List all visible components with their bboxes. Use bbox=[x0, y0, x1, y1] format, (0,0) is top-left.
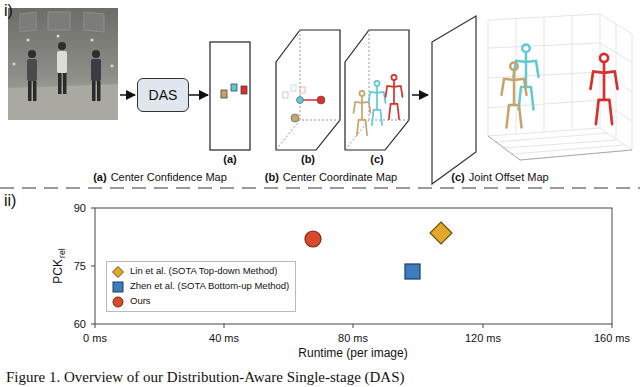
label-group: 120 ms bbox=[465, 332, 501, 345]
label-group: ii) bbox=[4, 192, 16, 210]
confidence-map bbox=[210, 42, 250, 150]
offset-map bbox=[345, 30, 409, 150]
text-label: rel bbox=[57, 248, 67, 258]
flow-arrow bbox=[412, 94, 428, 96]
text-label: 0 ms bbox=[83, 332, 107, 344]
legend-text: Lin et al. (SOTA Top-down Method) bbox=[130, 266, 278, 277]
label-group: 40 ms bbox=[209, 332, 239, 345]
map-panel: (b) bbox=[274, 28, 342, 166]
legend-text: Ours bbox=[130, 296, 151, 307]
label-group: 90 bbox=[74, 202, 86, 215]
text-label: 80 ms bbox=[338, 332, 368, 344]
map-panel: (a) bbox=[208, 38, 252, 166]
legend-row: Lin et al. (SOTA Top-down Method) bbox=[111, 264, 289, 279]
panel-label: (a) bbox=[223, 153, 236, 166]
legend-row: Zhen et al. (SOTA Bottom-up Method) bbox=[111, 279, 289, 294]
text-label: 160 ms bbox=[594, 332, 630, 344]
input-photo bbox=[8, 8, 118, 120]
box-label: DAS bbox=[149, 87, 178, 104]
text-label: 90 bbox=[74, 202, 86, 214]
label-group: i) bbox=[4, 2, 13, 20]
pose-3d-plot bbox=[432, 14, 632, 184]
label-group: 75 bbox=[74, 260, 86, 273]
label-group: 0 ms bbox=[83, 332, 107, 345]
panel-label: (c) bbox=[370, 153, 383, 166]
label-group: 160 ms bbox=[594, 332, 630, 345]
axis-title: PCKrel bbox=[52, 248, 68, 283]
text-label: Center Coordinate Map bbox=[283, 171, 397, 183]
text-label: (a) bbox=[93, 171, 106, 183]
text-label: (c) bbox=[451, 171, 464, 183]
legend-swatch bbox=[111, 296, 125, 308]
figure-caption: Figure 1. Overview of our Distribution-A… bbox=[6, 369, 405, 385]
text-label: Center Confidence Map bbox=[111, 171, 227, 183]
runtime-chart bbox=[91, 208, 612, 328]
legend-swatch bbox=[111, 281, 125, 293]
text-label: 40 ms bbox=[209, 332, 239, 344]
label-group: Runtime (per image) bbox=[298, 347, 407, 361]
dashed-separator bbox=[0, 187, 640, 189]
label-group: (a) Center Confidence Map bbox=[93, 171, 227, 184]
text-label: (b) bbox=[265, 171, 279, 183]
legend-box: Lin et al. (SOTA Top-down Method) Zhen et… bbox=[106, 261, 296, 312]
label-group: 80 ms bbox=[338, 332, 368, 345]
legend-row: Ours bbox=[111, 294, 289, 309]
text-label: PCK bbox=[51, 259, 65, 284]
text-label: 75 bbox=[74, 260, 86, 272]
label-group: 60 bbox=[74, 318, 86, 331]
text-label: i) bbox=[4, 2, 13, 19]
map-panel: (c) bbox=[343, 28, 411, 166]
text-label: Runtime (per image) bbox=[298, 346, 407, 360]
coordinate-map bbox=[276, 30, 340, 150]
label-group: (c) Joint Offset Map bbox=[451, 171, 548, 184]
flow-arrow bbox=[189, 94, 208, 96]
text-label: Joint Offset Map bbox=[469, 171, 549, 183]
legend-swatch bbox=[111, 266, 125, 278]
panel-label: (b) bbox=[301, 153, 315, 166]
legend-text: Zhen et al. (SOTA Bottom-up Method) bbox=[130, 281, 289, 292]
text-label: ii) bbox=[4, 192, 16, 209]
process-box: DAS bbox=[137, 78, 189, 112]
text-label: 60 bbox=[74, 318, 86, 330]
flow-arrow bbox=[120, 94, 135, 96]
text-label: 120 ms bbox=[465, 332, 501, 344]
label-group: (b) Center Coordinate Map bbox=[265, 171, 397, 184]
